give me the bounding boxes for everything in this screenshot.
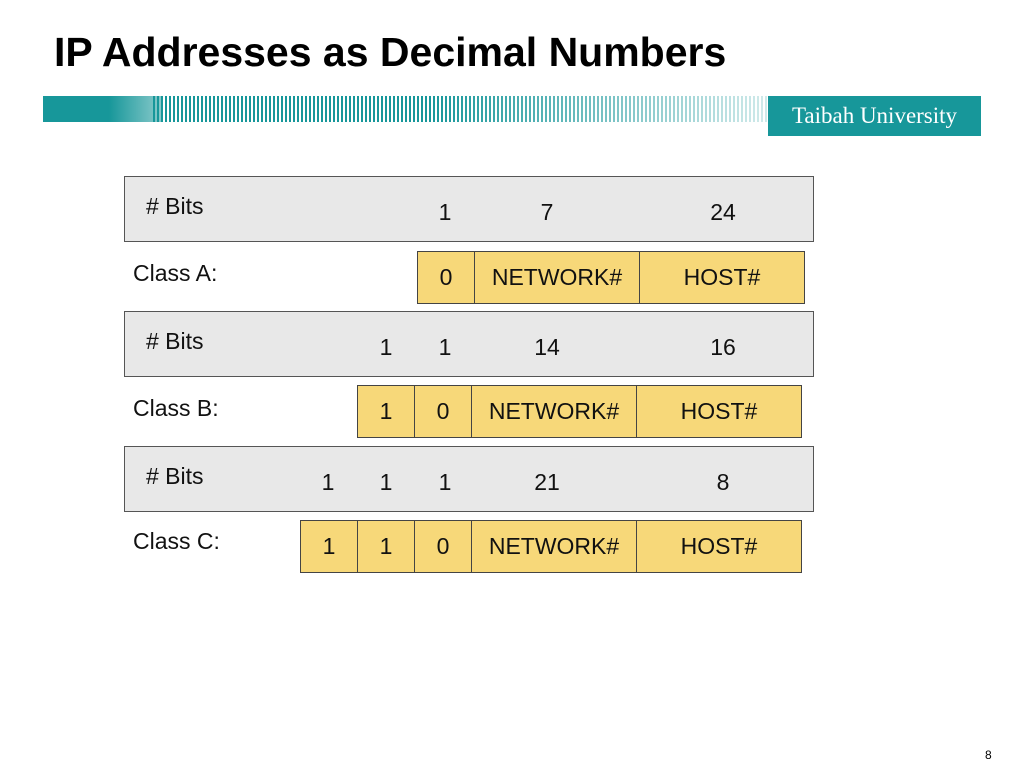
bits-row-class-b: # Bits 1 1 14 16 [124,311,814,377]
host-field: HOST# [680,533,758,559]
slide-title: IP Addresses as Decimal Numbers [54,29,727,75]
bit-count: 7 [540,199,554,225]
bits-row-class-a: # Bits 1 7 24 [124,176,814,242]
bit-count: 24 [710,199,736,225]
host-field: HOST# [683,264,761,290]
network-field: NETWORK# [472,521,637,572]
network-field: NETWORK# [475,252,640,303]
bit-count: 1 [321,469,335,495]
field-cell: 0 [418,252,475,303]
class-c-fields: 1 1 0 NETWORK# HOST# [300,520,802,573]
class-a-label: Class A: [133,260,218,286]
field-cell: 0 [415,386,472,437]
network-field: NETWORK# [472,386,637,437]
bit-count: 1 [379,469,393,495]
host-field: HOST# [680,398,758,424]
bit-count: 1 [438,334,452,360]
bit-count: 21 [534,469,560,495]
decorative-stripe-bar [43,96,768,122]
bits-label: # Bits [146,193,204,219]
bit-count: 14 [534,334,560,360]
bit-count: 1 [438,199,452,225]
university-badge: Taibah University [768,96,981,136]
bit-count: 1 [379,334,393,360]
stripe-bar-solid [43,96,163,122]
bit-count: 16 [710,334,736,360]
bits-row-class-c: # Bits 1 1 1 21 8 [124,446,814,512]
class-a-fields: 0 NETWORK# HOST# [417,251,805,304]
field-cell: 1 [358,521,415,572]
bits-label: # Bits [146,328,204,354]
bit-count: 1 [438,469,452,495]
class-c-label: Class C: [133,528,220,554]
page-number: 8 [985,748,992,762]
stripe-bar-fade [153,96,768,122]
field-cell: 1 [358,386,415,437]
bits-label: # Bits [146,463,204,489]
class-b-fields: 1 0 NETWORK# HOST# [357,385,802,438]
bit-count: 8 [716,469,730,495]
field-cell: 1 [301,521,358,572]
class-b-label: Class B: [133,395,219,421]
field-cell: 0 [415,521,472,572]
